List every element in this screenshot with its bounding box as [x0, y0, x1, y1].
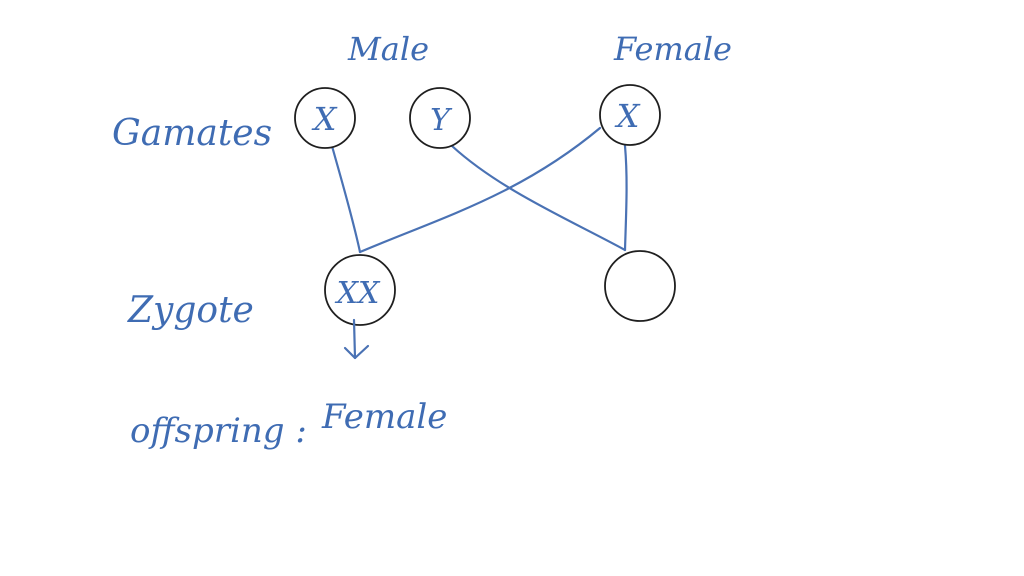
label-offspring: offspring :	[130, 411, 307, 451]
label-gamates: Gamates	[112, 113, 272, 154]
zygote-1-label: XX	[335, 276, 381, 311]
gamete-male-x: X	[294, 87, 356, 149]
line-male-y-to-zygote-2	[450, 144, 627, 252]
label-offspring-value: Female	[321, 397, 447, 437]
line-female-x-to-zygote-2	[623, 144, 628, 252]
zygote-2	[604, 250, 676, 322]
gamete-male-y: Y	[409, 87, 471, 149]
gamete-male-x-label: X	[311, 100, 338, 138]
line-female-x-to-zygote-1	[358, 126, 602, 254]
gamete-female-x: X	[599, 84, 661, 146]
line-male-x-to-zygote-1	[330, 144, 362, 254]
gamete-female-x-label: X	[614, 97, 641, 135]
zygote-1-down-arrow	[343, 318, 370, 360]
zygote-1: XX	[324, 254, 396, 326]
label-female: Female	[613, 30, 732, 68]
label-male: Male	[347, 30, 429, 68]
label-zygote: Zygote	[127, 290, 254, 331]
gamete-male-y-label: Y	[430, 103, 453, 138]
